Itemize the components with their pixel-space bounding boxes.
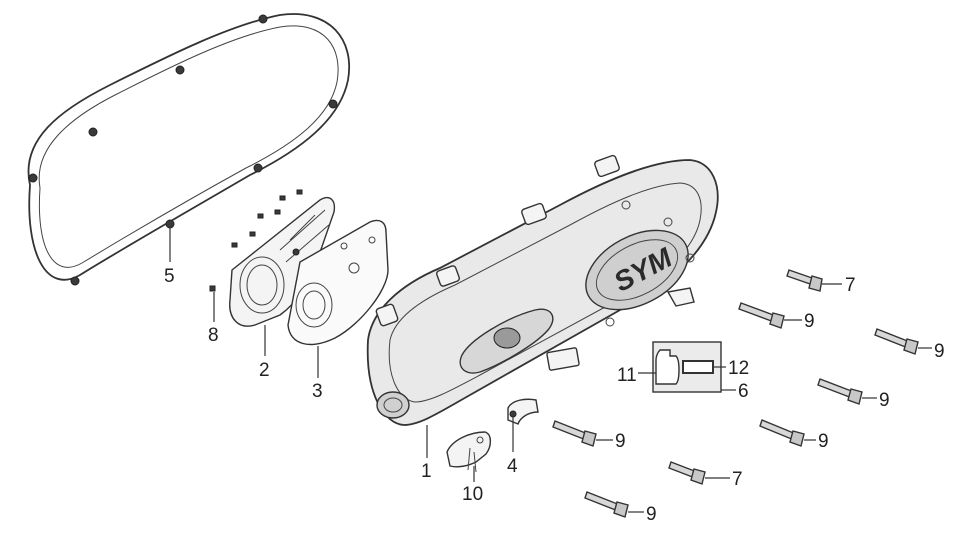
leader-lines bbox=[169, 226, 932, 513]
callout-9-c: 9 bbox=[879, 390, 890, 411]
callout-3: 3 bbox=[312, 381, 323, 402]
callout-8: 8 bbox=[208, 325, 219, 346]
callouts: 5 8 2 3 1 4 10 7 9 9 9 9 9 7 9 11 12 6 bbox=[164, 266, 945, 525]
callout-10: 10 bbox=[462, 484, 483, 505]
bolt-7 bbox=[668, 461, 706, 485]
small-screws-part bbox=[209, 189, 303, 292]
callout-12: 12 bbox=[728, 358, 749, 379]
bolt-4 bbox=[817, 378, 863, 405]
callout-11: 11 bbox=[617, 365, 637, 386]
callout-2: 2 bbox=[259, 360, 270, 381]
bracket-part bbox=[446, 431, 492, 473]
callout-9-d: 9 bbox=[818, 431, 829, 452]
bolt-6 bbox=[552, 420, 597, 447]
callout-9-b: 9 bbox=[934, 341, 945, 362]
bolt-8 bbox=[584, 491, 629, 518]
plate-gasket-part bbox=[287, 219, 389, 346]
callout-7-lower: 7 bbox=[732, 469, 743, 490]
callout-5: 5 bbox=[164, 266, 175, 287]
callout-9-f: 9 bbox=[646, 504, 657, 525]
callout-6: 6 bbox=[738, 381, 749, 402]
callout-9-e: 9 bbox=[615, 431, 626, 452]
bolt-3 bbox=[874, 328, 919, 355]
bolt-5 bbox=[759, 419, 805, 447]
callout-1: 1 bbox=[421, 461, 432, 482]
callout-4: 4 bbox=[507, 456, 518, 477]
bolt-1 bbox=[786, 269, 823, 292]
left-crankcase-cover-part: SYM bbox=[366, 154, 719, 426]
label-box-part bbox=[652, 341, 722, 393]
callout-7-upper: 7 bbox=[845, 275, 856, 296]
clip-part bbox=[507, 398, 539, 425]
bolt-2 bbox=[738, 302, 785, 329]
callout-9-a: 9 bbox=[804, 311, 815, 332]
